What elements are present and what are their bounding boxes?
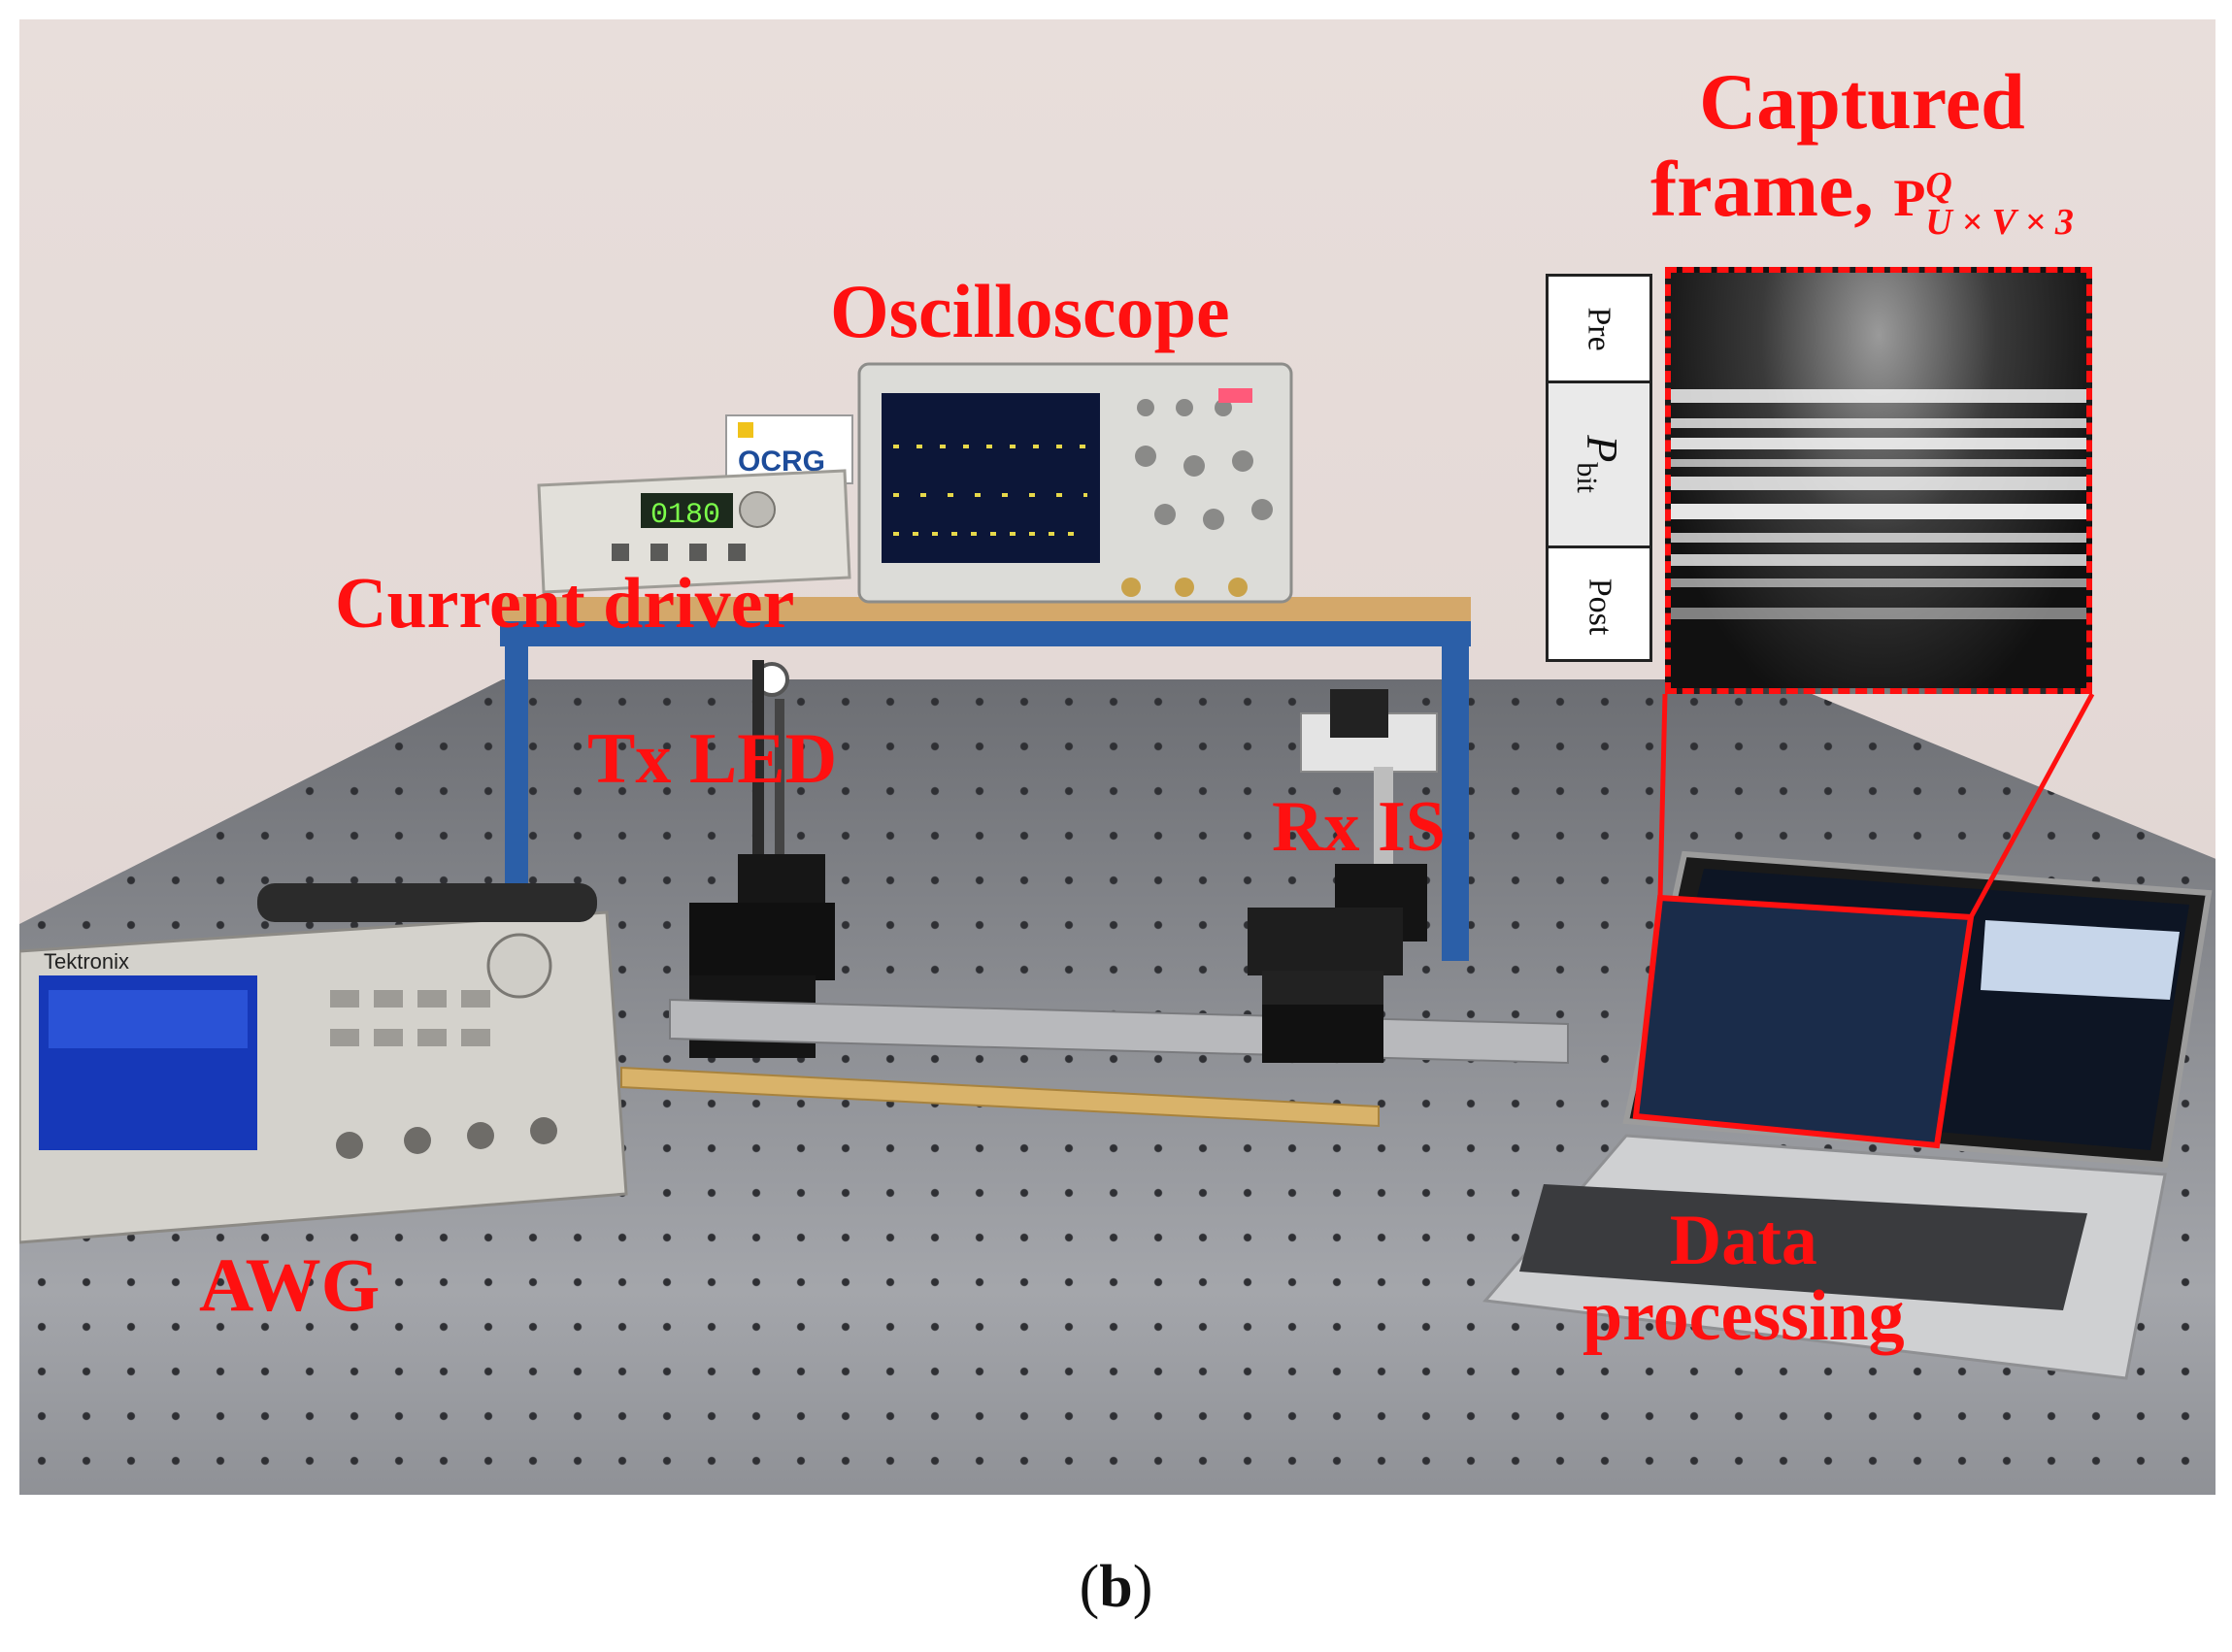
- svg-text:0180: 0180: [650, 499, 720, 532]
- region-post: Post: [1582, 578, 1617, 636]
- label-rx-is: Rx IS: [1272, 787, 1446, 867]
- oscilloscope: [857, 362, 1293, 604]
- svg-text:Tektronix: Tektronix: [44, 949, 129, 974]
- caption-letter: b: [1099, 1554, 1133, 1620]
- region-pbit-base: P: [1578, 435, 1628, 463]
- ruler: [620, 1066, 1380, 1128]
- rx-camera-stand: [1248, 689, 1438, 1063]
- equipment-scene: OCRG 0180: [19, 362, 2213, 1380]
- label-captured-line1: Captured: [1699, 57, 2025, 146]
- captured-frame-inset: [1665, 267, 2092, 694]
- label-data-line2: processing: [1582, 1275, 1905, 1356]
- blue-bench: [500, 597, 1471, 990]
- awg-generator: Tektronix: [19, 883, 628, 1244]
- region-pbit-sub: bit: [1570, 462, 1603, 494]
- region-pre: Pre: [1549, 277, 1649, 383]
- current-driver: 0180: [537, 469, 851, 594]
- label-data-line1: Data: [1669, 1201, 1817, 1280]
- figure-caption: (b): [1079, 1554, 1153, 1620]
- label-oscilloscope: Oscilloscope: [830, 269, 1230, 353]
- region-pbit: Pbit: [1549, 383, 1649, 548]
- label-math-symbol: P Q U × V × 3: [1893, 164, 2073, 241]
- frame-region-labels: Pre Pbit Post: [1546, 274, 1652, 662]
- label-captured-line2: frame,: [1650, 145, 1874, 234]
- math-sub: U × V × 3: [1925, 201, 2074, 243]
- label-tx-led: Tx LED: [587, 719, 838, 799]
- label-awg: AWG: [199, 1242, 381, 1327]
- label-current-driver: Current driver: [335, 564, 795, 644]
- math-sup: Q: [1925, 164, 1952, 206]
- label-captured-frame: Captured frame, P Q U × V × 3: [1650, 57, 2074, 241]
- zoom-connector: [1632, 692, 2095, 1149]
- label-data-processing: Data processing: [1582, 1201, 1905, 1356]
- math-base: P: [1893, 169, 1926, 228]
- lab-setup-photo: OCRG 0180: [19, 19, 2215, 1495]
